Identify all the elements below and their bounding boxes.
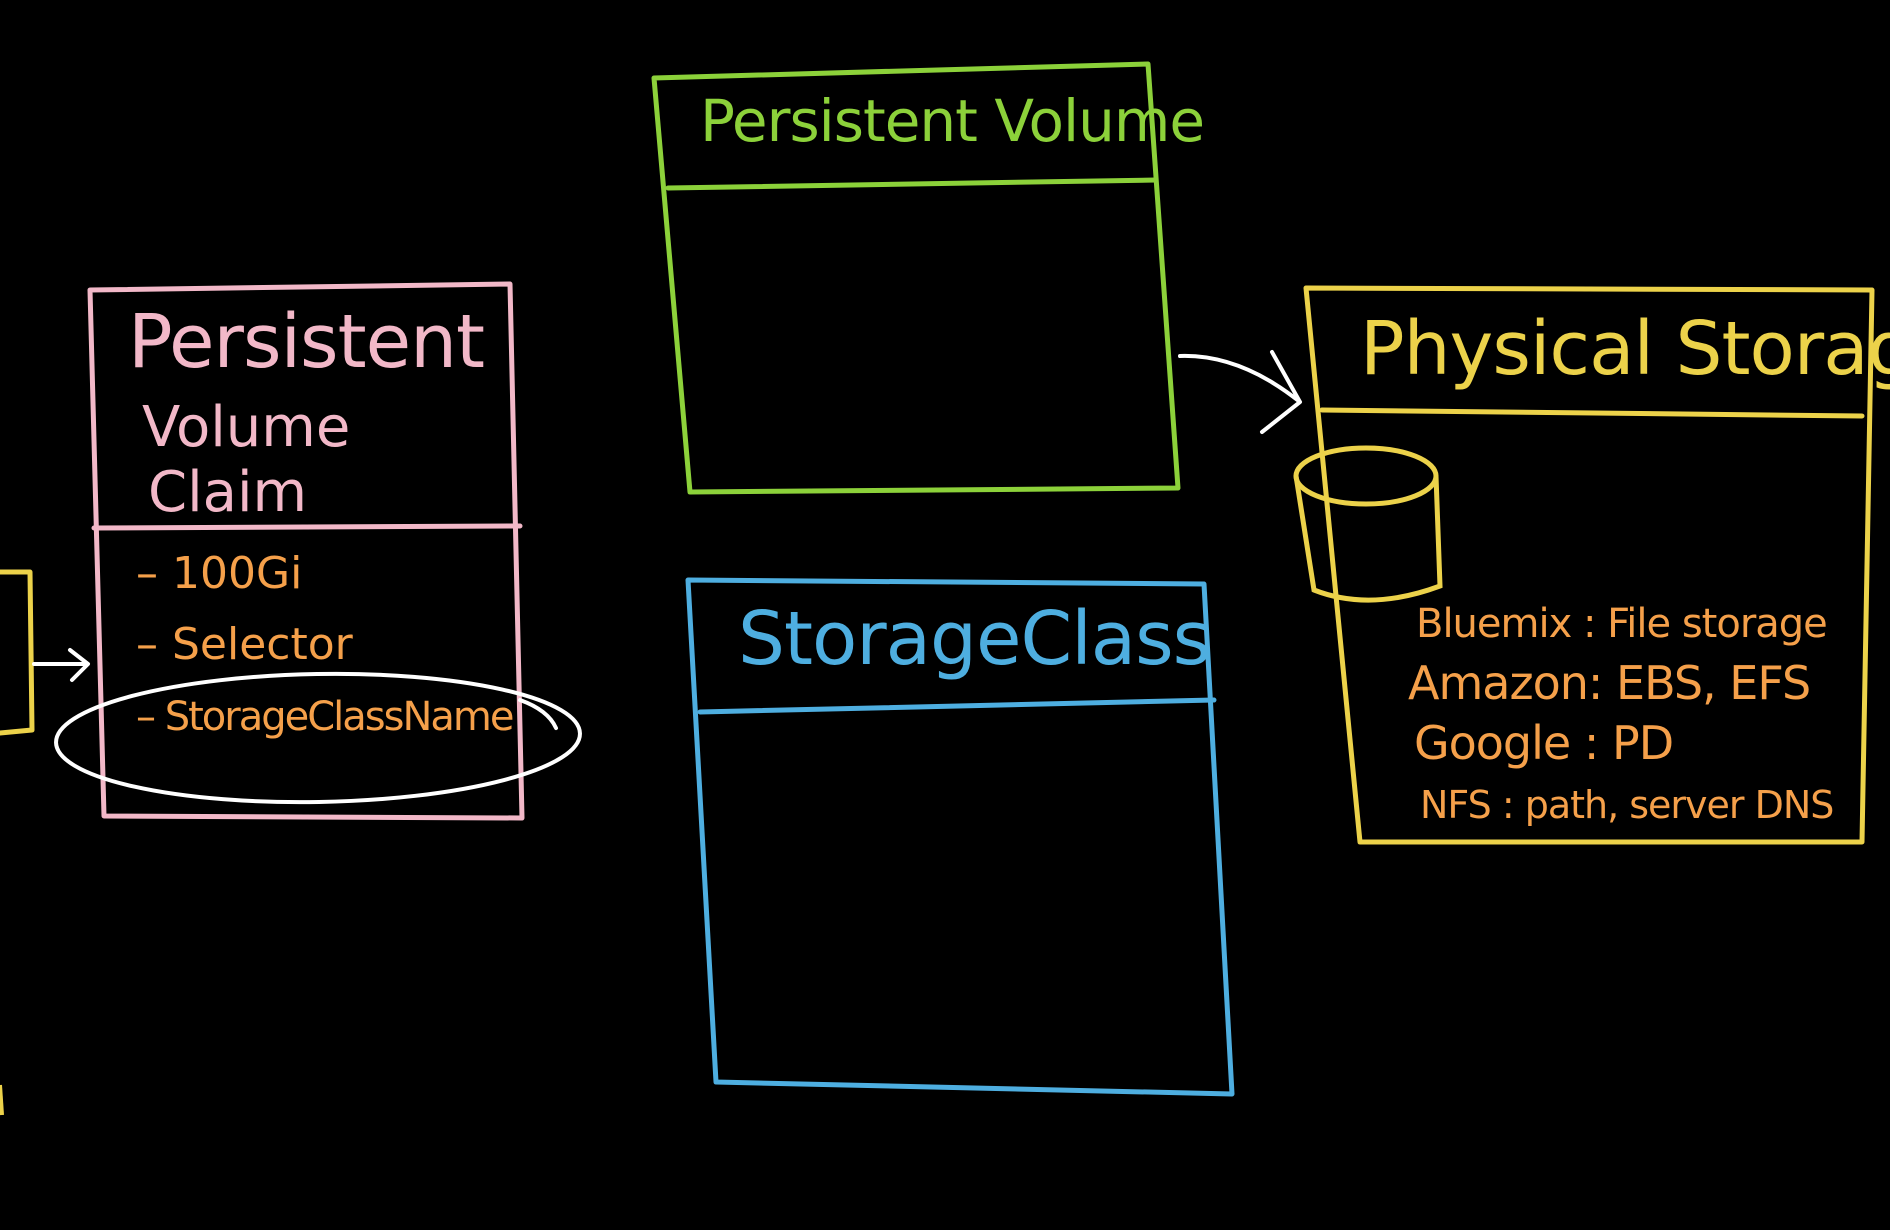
physical-storage-title: Physical Storage [1360, 306, 1890, 392]
pvc-item-storageclassname: – StorageClassName [136, 694, 514, 740]
storage-class-box [685, 577, 1235, 1097]
provider-nfs: NFS : path, server DNS [1420, 783, 1834, 827]
physical-storage-box [1303, 285, 1875, 845]
offscreen-box-edge-lower [0, 1084, 4, 1116]
pvc-box [87, 281, 525, 821]
provider-bluemix: Bluemix : File storage [1416, 601, 1828, 647]
storageclassname-highlight [54, 671, 582, 805]
pvc-divider [91, 523, 523, 531]
disk-cylinder-icon [1293, 445, 1443, 603]
pvc-title-line2: Volume [142, 395, 351, 460]
arrow-pv-to-storage [1178, 350, 1302, 434]
physical-storage-divider [1319, 407, 1865, 419]
pv-divider [665, 177, 1159, 191]
pvc-title-line1: Persistent [128, 299, 485, 385]
arrow-to-pvc [32, 648, 90, 682]
highlight-tail [518, 698, 558, 730]
storage-class-divider [697, 697, 1217, 715]
pvc-item-selector: – Selector [136, 619, 353, 670]
pvc-item-size: – 100Gi [136, 548, 303, 599]
storage-class-title: StorageClass [738, 596, 1211, 682]
pvc-title-line3: Claim [148, 460, 308, 525]
pv-title: Persistent Volume [700, 87, 1205, 155]
pv-box [651, 61, 1181, 495]
offscreen-box-edge [0, 569, 35, 736]
provider-google: Google : PD [1414, 716, 1674, 770]
provider-amazon: Amazon: EBS, EFS [1408, 656, 1811, 710]
